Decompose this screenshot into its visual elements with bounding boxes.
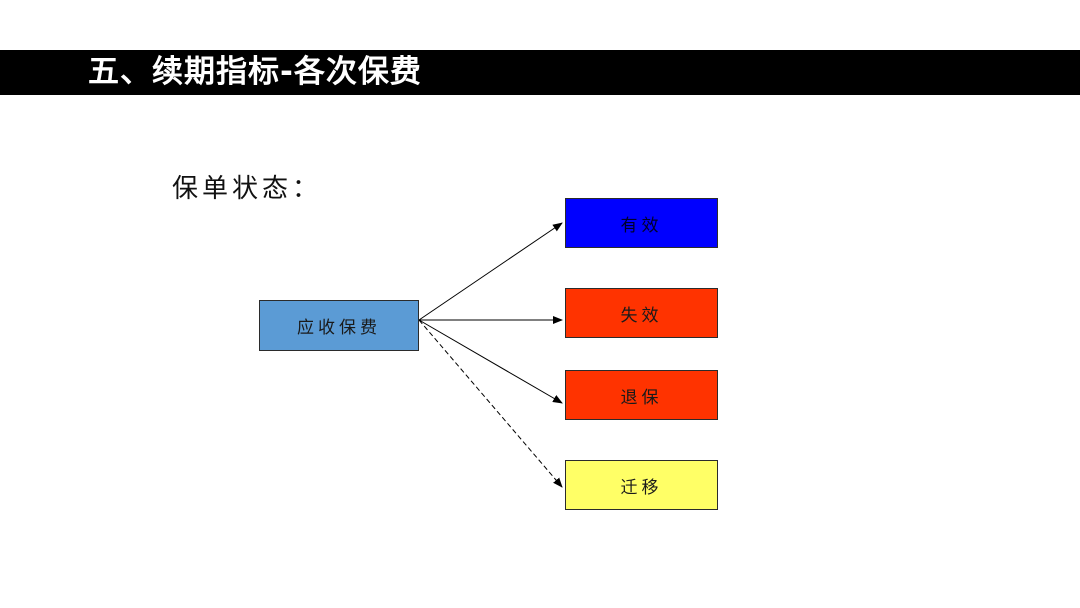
target-box-lapsed: 失效 (565, 288, 718, 338)
target-box-migrated: 迁移 (565, 460, 718, 510)
arrow-to-target-1 (418, 222, 563, 321)
source-box: 应收保费 (259, 300, 419, 351)
target-box-label: 失效 (620, 305, 663, 326)
target-box-label: 退保 (620, 387, 663, 408)
target-box-valid: 有效 (565, 198, 718, 248)
target-box-surrendered: 退保 (565, 370, 718, 420)
slide-title: 五、续期指标-各次保费 (88, 54, 422, 90)
source-box-label: 应收保费 (297, 318, 381, 338)
slide-subtitle: 保单状态： (172, 174, 323, 204)
title-bar: 五、续期指标-各次保费 (0, 50, 1080, 95)
target-box-label: 迁移 (620, 477, 663, 498)
target-box-label: 有效 (620, 215, 663, 236)
arrow-to-target-4 (418, 319, 563, 488)
arrow-to-target-3 (418, 319, 563, 404)
